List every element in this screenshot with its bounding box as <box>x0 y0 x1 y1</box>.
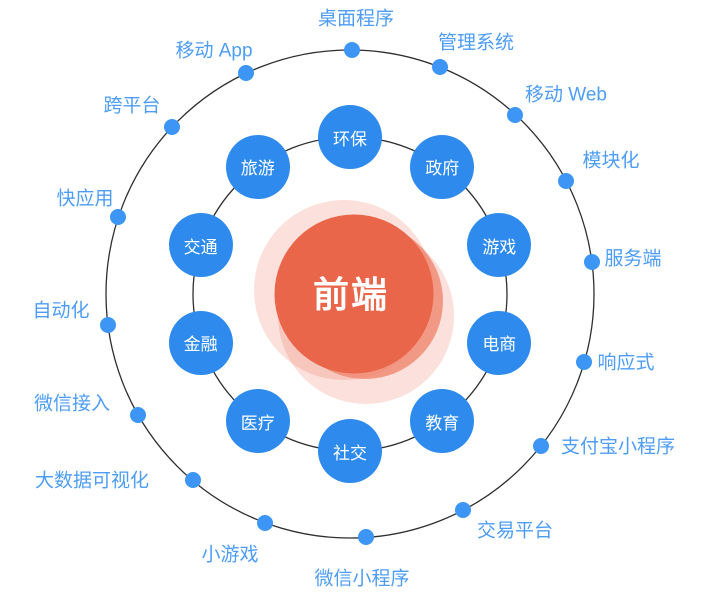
outer-node-label[interactable]: 交易平台 <box>476 520 554 542</box>
inner-node[interactable]: 政府 <box>410 134 475 199</box>
outer-node-label[interactable]: 桌面程序 <box>317 8 395 30</box>
outer-node-label[interactable]: 服务端 <box>604 248 662 270</box>
outer-node-label[interactable]: 大数据可视化 <box>34 470 150 492</box>
outer-node-label[interactable]: 移动 App <box>175 40 253 62</box>
outer-node-label[interactable]: 管理系统 <box>437 32 515 54</box>
outer-node-label[interactable]: 微信小程序 <box>314 568 410 590</box>
inner-node[interactable]: 旅游 <box>225 134 290 199</box>
outer-node-dot[interactable] <box>237 65 254 82</box>
outer-node-dot[interactable] <box>583 254 600 271</box>
outer-node-dot[interactable] <box>184 472 201 489</box>
outer-node-dot[interactable] <box>358 529 375 546</box>
outer-node-dot[interactable] <box>576 354 593 371</box>
inner-node[interactable]: 交通 <box>168 213 233 278</box>
outer-node-dot[interactable] <box>455 502 472 519</box>
outer-node-label[interactable]: 支付宝小程序 <box>560 436 676 458</box>
outer-node-label[interactable]: 自动化 <box>32 300 90 322</box>
inner-node[interactable]: 电商 <box>467 310 532 375</box>
outer-node-dot[interactable] <box>507 106 524 123</box>
inner-node[interactable]: 游戏 <box>467 213 532 278</box>
outer-node-dot[interactable] <box>257 514 274 531</box>
outer-node-label[interactable]: 移动 Web <box>524 84 608 106</box>
inner-node[interactable]: 医疗 <box>225 389 290 454</box>
outer-node-label[interactable]: 快应用 <box>56 188 114 210</box>
outer-node-label[interactable]: 跨平台 <box>103 95 161 117</box>
inner-node[interactable]: 教育 <box>410 389 475 454</box>
inner-node[interactable]: 金融 <box>168 310 233 375</box>
outer-node-dot[interactable] <box>344 42 361 58</box>
outer-node-label[interactable]: 响应式 <box>597 352 655 374</box>
inner-node[interactable]: 环保 <box>318 105 382 169</box>
outer-node-dot[interactable] <box>164 118 181 135</box>
center-label: 前端 <box>312 274 390 315</box>
center-node[interactable] <box>274 214 434 374</box>
outer-node-dot[interactable] <box>129 406 146 423</box>
outer-node-label[interactable]: 模块化 <box>582 150 640 172</box>
outer-node-label[interactable]: 微信接入 <box>33 393 111 415</box>
outer-node-dot[interactable] <box>558 172 575 189</box>
outer-node-dot[interactable] <box>532 438 549 455</box>
outer-node-dot[interactable] <box>110 208 127 225</box>
outer-node-dot[interactable] <box>432 59 449 76</box>
outer-node-label[interactable]: 小游戏 <box>201 544 259 566</box>
outer-node-dot[interactable] <box>99 317 116 333</box>
inner-node[interactable]: 社交 <box>318 419 382 483</box>
